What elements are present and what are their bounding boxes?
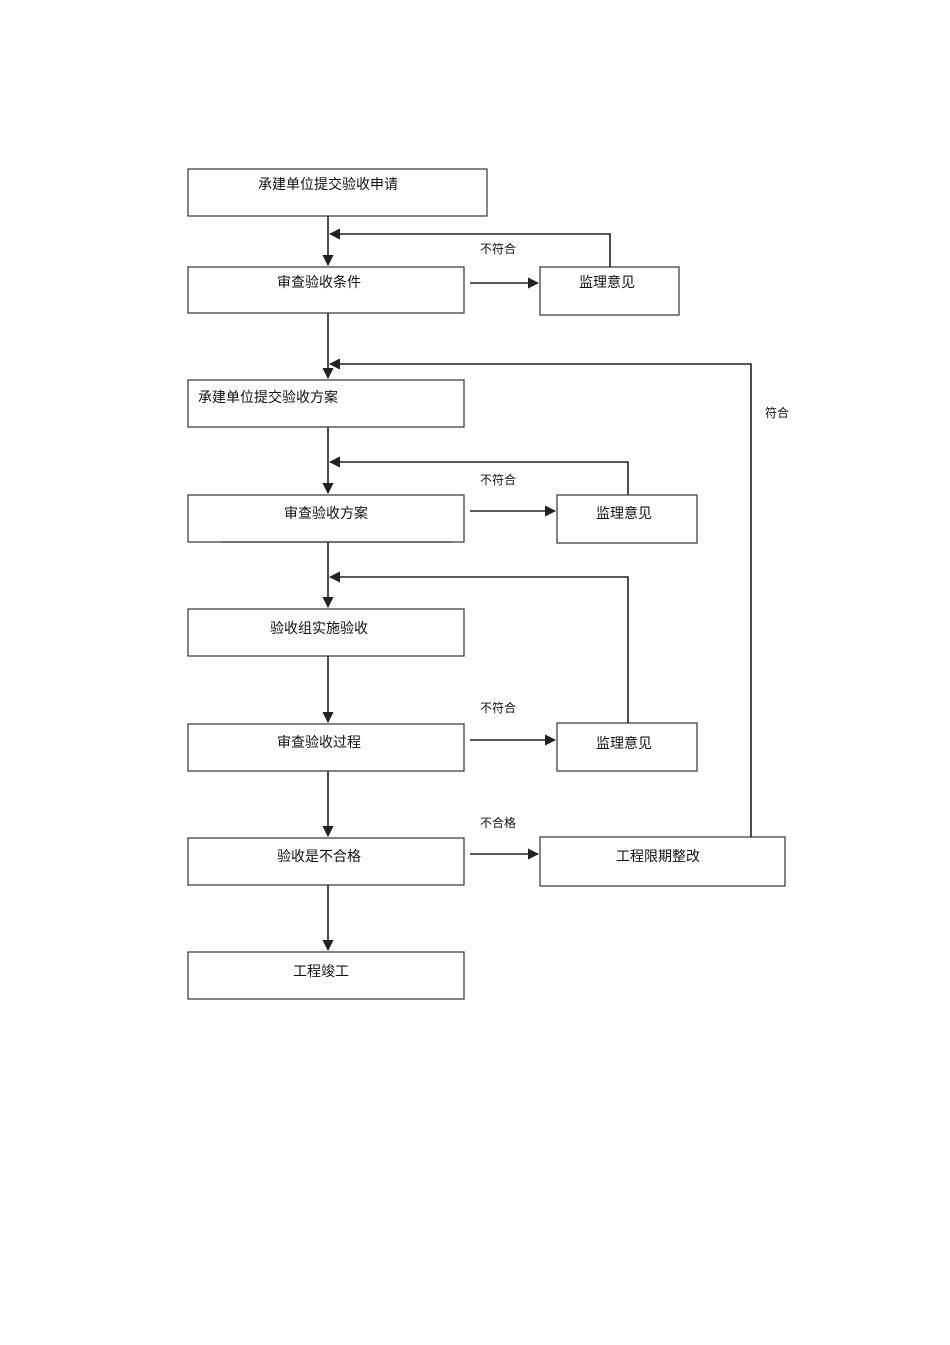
node-completion-label: 工程竣工 — [293, 964, 349, 980]
loop-opinion-3-back — [328, 571, 629, 723]
node-supervision-opinion-1: 监理意见 — [539, 266, 680, 316]
loop-opinion-1-back — [328, 228, 611, 267]
node-supervision-opinion-1-label: 监理意见 — [579, 274, 635, 291]
edge-label-unqualified: 不合格 — [480, 815, 516, 830]
node-supervision-opinion-3-label: 监理意见 — [596, 735, 652, 752]
loop-opinion-2-back — [328, 456, 629, 495]
node-review-process: 审查验收过程 — [187, 723, 465, 772]
node-submit-application-label: 承建单位提交验收申请 — [258, 176, 398, 193]
node-review-plan: 审查验收方案 — [187, 494, 465, 543]
node-completion: 工程竣工 — [187, 951, 465, 1000]
node-supervision-opinion-2-label: 监理意见 — [596, 505, 652, 522]
node-supervision-opinion-2: 监理意见 — [556, 494, 698, 544]
node-submit-plan: 承建单位提交验收方案 — [187, 379, 465, 428]
node-review-process-label: 审查验收过程 — [277, 735, 361, 751]
node-supervision-opinion-3: 监理意见 — [556, 722, 698, 772]
node-review-conditions: 审查验收条件 — [187, 266, 465, 314]
node-acceptance-result: 验收是不合格 — [187, 837, 465, 886]
loop-rectification-back — [328, 358, 752, 837]
edge-label-conform: 符合 — [765, 405, 789, 420]
edge-label-not-conform-3: 不符合 — [480, 700, 516, 715]
node-acceptance-result-label: 验收是不合格 — [277, 849, 361, 865]
node-submit-plan-label: 承建单位提交验收方案 — [198, 389, 338, 406]
node-submit-application: 承建单位提交验收申请 — [187, 168, 488, 217]
node-rectification-label: 工程限期整改 — [616, 849, 700, 865]
node-review-conditions-label: 审查验收条件 — [277, 274, 361, 291]
node-implement-acceptance-label: 验收组实施验收 — [270, 621, 368, 637]
edge-label-not-conform-1: 不符合 — [480, 241, 516, 256]
edge-label-not-conform-2: 不符合 — [480, 472, 516, 487]
node-rectification: 工程限期整改 — [539, 836, 786, 887]
node-review-plan-label: 审查验收方案 — [284, 505, 368, 522]
node-implement-acceptance: 验收组实施验收 — [187, 608, 465, 657]
